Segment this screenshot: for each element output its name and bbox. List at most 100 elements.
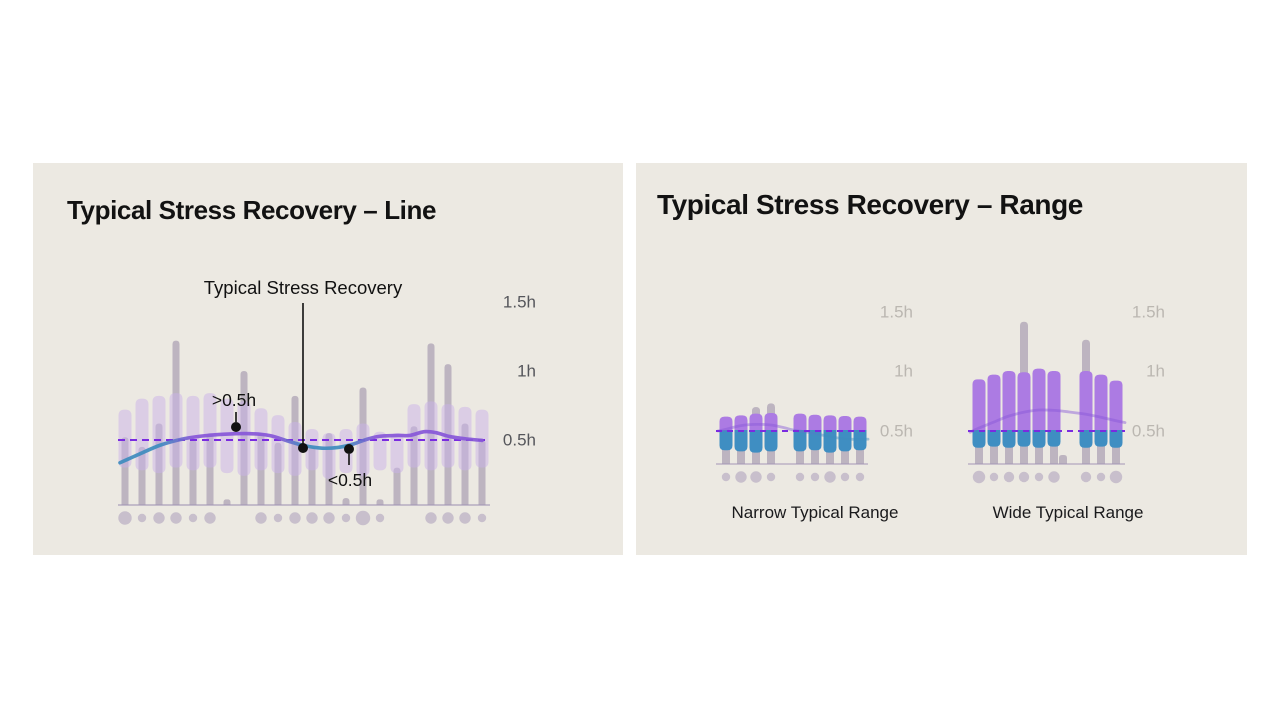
range-bar-above-threshold bbox=[793, 413, 807, 432]
range-bar-above-threshold bbox=[972, 379, 986, 432]
day-dot bbox=[306, 512, 318, 524]
day-dot bbox=[341, 513, 351, 523]
range-bar-below-threshold bbox=[764, 430, 778, 452]
y-axis-tick-label: 0.5h bbox=[1132, 422, 1165, 441]
stress-spike-bar bbox=[223, 499, 231, 505]
panel-range-title: Typical Stress Recovery – Range bbox=[657, 189, 1083, 220]
y-axis-tick-label: 0.5h bbox=[503, 431, 536, 450]
day-dot bbox=[118, 511, 132, 525]
y-axis-tick-label: 1.5h bbox=[503, 293, 536, 312]
recovery-curve-faint bbox=[968, 408, 1127, 434]
range-bar-above-threshold bbox=[749, 413, 763, 432]
typical-range-band bbox=[424, 401, 438, 471]
typical-range-band bbox=[135, 398, 149, 471]
range-bar-below-threshold bbox=[734, 430, 748, 452]
y-axis-tick-label: 1h bbox=[1146, 362, 1165, 381]
day-dot bbox=[459, 512, 471, 524]
y-axis-tick-label: 1h bbox=[894, 362, 913, 381]
day-dot bbox=[137, 513, 147, 523]
day-dot bbox=[477, 513, 487, 523]
typical-range-band bbox=[322, 433, 336, 479]
range-bar-below-threshold bbox=[793, 430, 807, 452]
annotation-point-dot bbox=[298, 443, 308, 453]
range-bar-below-threshold bbox=[1032, 430, 1046, 448]
annotation-below-label: <0.5h bbox=[328, 470, 372, 490]
annotation-above-label: >0.5h bbox=[212, 390, 256, 410]
day-dot bbox=[855, 472, 865, 482]
day-dot bbox=[204, 512, 216, 524]
day-dot bbox=[1034, 472, 1044, 482]
range-bar-above-threshold bbox=[1109, 380, 1123, 432]
day-dot bbox=[1003, 471, 1015, 483]
range-bar-below-threshold bbox=[1017, 430, 1031, 447]
range-bar-below-threshold bbox=[838, 430, 852, 452]
day-dot bbox=[425, 512, 437, 524]
day-dot bbox=[323, 512, 335, 524]
range-bar-above-threshold bbox=[1032, 368, 1046, 432]
day-dot bbox=[766, 472, 776, 482]
day-dot bbox=[1018, 471, 1030, 483]
typical-range-band bbox=[118, 409, 132, 468]
range-bar-below-threshold bbox=[987, 430, 1001, 447]
range-bar-above-threshold bbox=[734, 415, 748, 432]
day-dot bbox=[442, 512, 454, 524]
annotation-below-dot bbox=[344, 444, 354, 454]
range-bar-above-threshold bbox=[823, 415, 837, 432]
range-bar-below-threshold bbox=[1109, 430, 1123, 448]
day-dot bbox=[1109, 470, 1123, 484]
typical-range-band bbox=[237, 401, 251, 476]
range-bar-above-threshold bbox=[1017, 372, 1031, 432]
range-bar-above-threshold bbox=[853, 416, 867, 432]
range-bar-below-threshold bbox=[1079, 430, 1093, 448]
caption-wide-range: Wide Typical Range bbox=[992, 503, 1144, 522]
day-dot bbox=[153, 512, 165, 524]
range-bar-below-threshold bbox=[823, 430, 837, 453]
stress-spike-bar bbox=[393, 467, 401, 505]
day-dot bbox=[255, 512, 267, 524]
range-bar-above-threshold bbox=[1079, 371, 1093, 432]
day-dot bbox=[840, 472, 850, 482]
typical-range-band bbox=[390, 433, 404, 474]
range-bar-below-threshold bbox=[749, 430, 763, 453]
panel-line-title: Typical Stress Recovery – Line bbox=[67, 195, 437, 225]
range-bar-above-threshold bbox=[1047, 371, 1061, 432]
day-dot bbox=[750, 471, 762, 483]
typical-range-band bbox=[288, 422, 302, 476]
typical-range-band bbox=[169, 393, 183, 468]
typical-range-band bbox=[356, 423, 370, 476]
stress-stub-bar bbox=[1059, 455, 1067, 464]
y-axis-tick-label: 1.5h bbox=[880, 303, 913, 322]
y-axis-tick-label: 0.5h bbox=[880, 422, 913, 441]
stress-spike-bar bbox=[342, 497, 350, 505]
day-dot bbox=[989, 472, 999, 482]
range-bar-below-threshold bbox=[1002, 430, 1016, 448]
range-bar-above-threshold bbox=[764, 413, 778, 432]
range-bar-above-threshold bbox=[987, 374, 1001, 432]
typical-range-band bbox=[203, 393, 217, 468]
day-dot bbox=[972, 470, 986, 484]
range-bar-below-threshold bbox=[1047, 430, 1061, 447]
day-dot bbox=[188, 513, 198, 523]
range-bar-below-threshold bbox=[719, 430, 733, 451]
range-bar-above-threshold bbox=[808, 414, 822, 432]
typical-range-band bbox=[373, 431, 387, 471]
range-bar-below-threshold bbox=[1094, 430, 1108, 447]
recovery-curve bbox=[118, 429, 484, 465]
day-dot bbox=[795, 472, 805, 482]
annotation-typical-label: Typical Stress Recovery bbox=[204, 277, 403, 298]
day-dot bbox=[355, 510, 371, 526]
day-dot bbox=[810, 472, 820, 482]
day-dot bbox=[375, 513, 385, 523]
panel-range-chart: Typical Stress Recovery – Range 1.5h 1h 0.… bbox=[636, 163, 1247, 555]
annotation-above-dot bbox=[231, 422, 241, 432]
day-dot bbox=[273, 513, 283, 523]
range-bar-above-threshold bbox=[1002, 371, 1016, 432]
caption-narrow-range: Narrow Typical Range bbox=[731, 503, 899, 522]
range-bar-above-threshold bbox=[838, 416, 852, 432]
range-bar-above-threshold bbox=[1094, 374, 1108, 432]
typical-range-band bbox=[271, 415, 285, 474]
day-dot bbox=[1048, 471, 1060, 483]
day-dot bbox=[289, 512, 301, 524]
